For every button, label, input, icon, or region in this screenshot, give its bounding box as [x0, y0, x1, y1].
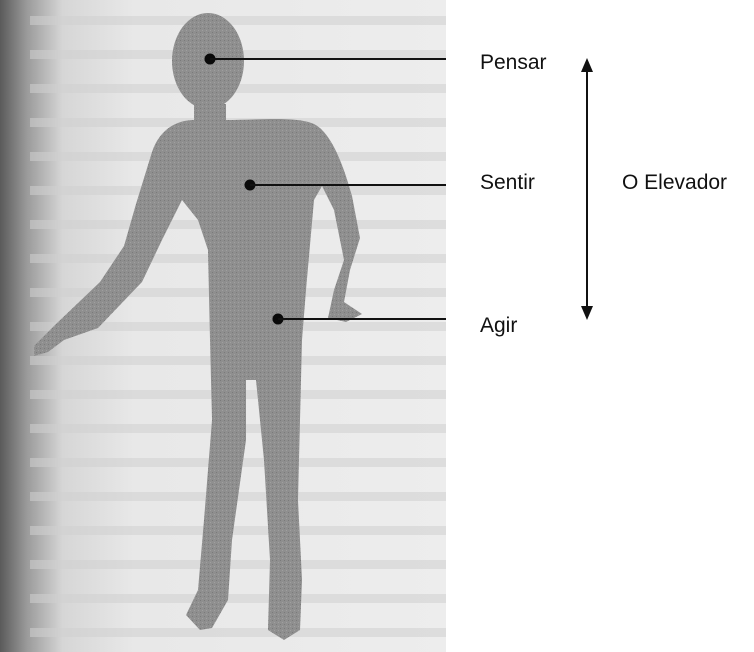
scanned-page-figure	[0, 0, 446, 652]
arrow-head-up	[581, 58, 593, 72]
label-elevador: O Elevador	[622, 172, 727, 193]
label-sentir: Sentir	[480, 172, 535, 193]
label-agir: Agir	[480, 315, 517, 336]
arrow-head-down	[581, 306, 593, 320]
elevator-double-arrow	[572, 58, 602, 320]
label-pensar: Pensar	[480, 52, 547, 73]
